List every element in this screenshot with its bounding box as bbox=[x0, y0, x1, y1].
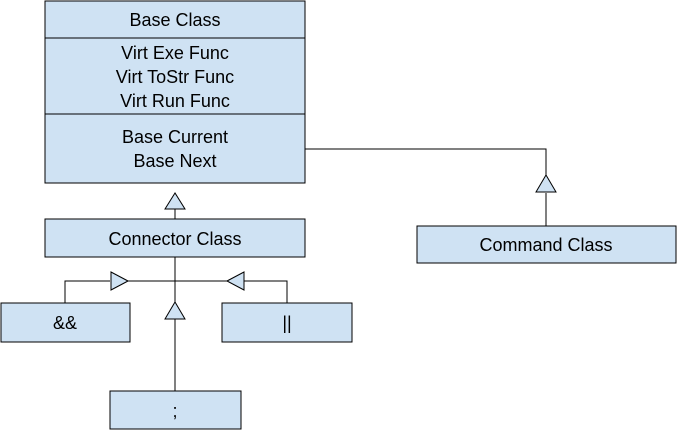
inheritance-arrow-and bbox=[110, 271, 130, 291]
or-class-label: || bbox=[282, 313, 291, 333]
semicolon-class-box bbox=[109, 390, 242, 430]
and-class-label: && bbox=[53, 313, 77, 333]
semicolon-class-label: ; bbox=[172, 401, 177, 421]
base-method-tostr: Virt ToStr Func bbox=[116, 67, 234, 87]
connector-lines bbox=[64, 148, 547, 391]
inheritance-arrow-or bbox=[225, 271, 245, 291]
base-member-next: Base Next bbox=[133, 151, 216, 171]
or-class: || bbox=[221, 302, 353, 343]
inheritance-arrow-connector bbox=[164, 192, 186, 210]
inheritance-arrow-command bbox=[535, 174, 557, 193]
command-class-title: Command Class bbox=[479, 235, 612, 255]
connector-class-title: Connector Class bbox=[108, 229, 241, 249]
base-method-exe: Virt Exe Func bbox=[121, 43, 229, 63]
or-class-box bbox=[221, 302, 353, 343]
semicolon-class: ; bbox=[109, 390, 242, 430]
base-class-title: Base Class bbox=[129, 10, 220, 30]
base-member-current: Base Current bbox=[122, 127, 228, 147]
line-or-branch bbox=[243, 280, 288, 303]
line-and-branch bbox=[64, 280, 110, 303]
line-base-to-command-top bbox=[305, 148, 547, 175]
connector-class: Connector Class bbox=[44, 218, 306, 258]
base-class-members-box bbox=[44, 113, 306, 184]
connector-class-box bbox=[44, 218, 306, 258]
and-class: && bbox=[0, 302, 131, 343]
and-class-box bbox=[0, 302, 131, 343]
command-class-box bbox=[416, 225, 677, 264]
command-class: Command Class bbox=[416, 225, 677, 264]
inheritance-arrow-semicolon bbox=[164, 301, 186, 320]
base-class: Base Class Virt Exe Func Virt ToStr Func… bbox=[44, 0, 306, 184]
base-class-title-box bbox=[44, 0, 306, 39]
base-method-run: Virt Run Func bbox=[120, 91, 230, 111]
